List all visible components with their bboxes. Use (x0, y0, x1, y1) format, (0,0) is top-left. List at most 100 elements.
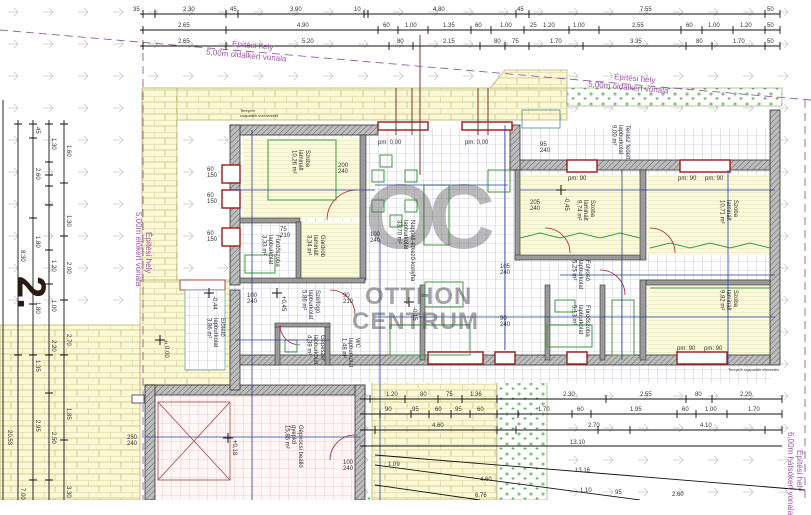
dim-bottom: 4.10 (700, 423, 712, 429)
room-area: 4,39 m² (305, 335, 312, 356)
dim-bottom: 1.10 (580, 488, 592, 494)
room-floor: gyepkő (290, 425, 297, 445)
dim-bottom: 2.20 (740, 392, 752, 398)
dim-left: 1.30 (65, 215, 71, 227)
dim-top: 5.20 (302, 39, 314, 45)
dim-bottom: 1.20 (386, 392, 398, 398)
dim-left: 2.95 (34, 420, 40, 432)
parapet-label: pm: 90 (568, 176, 587, 182)
room-name: Szélfogó (313, 290, 320, 314)
room-name: Nappali-étkező-konyha (408, 220, 415, 282)
room-area: 9,82 m² (718, 290, 725, 311)
dim-bottom: 60 (577, 407, 584, 413)
dim-left: 8.30 (19, 250, 25, 262)
parapet-label: pm: 0,00 (465, 140, 489, 146)
dim-left: 2.20 (50, 340, 56, 352)
dim-bottom: 60 (682, 407, 689, 413)
dim-top: 3.90 (290, 7, 302, 13)
room-area: 9,00 m² (610, 125, 617, 146)
dim-left: 3.30 (65, 486, 71, 498)
dim-bottom: 6.76 (475, 493, 487, 499)
room-area: 3,33 m² (260, 235, 267, 256)
room-floor: lapburkolat (402, 220, 409, 250)
dim-top: 2.65 (178, 39, 190, 45)
level-mark: -0,15 (411, 307, 417, 321)
room-label-bathroom-2: Fürdőszoba lapburkolat 5,13 m² (570, 305, 590, 337)
room-label-living: Nappali-étkező-konyha lapburkolat 33,70 … (395, 220, 415, 281)
dim-top: 10 (354, 7, 361, 13)
dim-left: 1.35 (34, 360, 40, 372)
room-name: Gardrób (318, 235, 325, 258)
floor-plan-drawing (0, 0, 811, 500)
room-label-porch: Előtető lapburkolat 3,86 m² (205, 318, 225, 347)
parapet-label: pm: 90 (705, 176, 724, 182)
dim-top: 50 (767, 7, 774, 13)
room-floor: laminált (725, 290, 732, 311)
dim-bottom: 2.30 (563, 392, 575, 398)
room-name: Szoba (303, 150, 310, 168)
room-area: 10,71 m² (718, 200, 725, 224)
room-label-bedroom-1: Szoba laminált 10,26 m² (290, 150, 310, 174)
dim-left: 1.80 (34, 236, 40, 248)
dim-left: 1.80 (34, 302, 40, 314)
room-floor: laminált (312, 235, 319, 256)
dim-bottom: 95 (455, 407, 462, 413)
room-label-mechanical: Gépészet lapburkolat 4,39 m² (305, 335, 325, 364)
room-name: Szoba (588, 200, 595, 218)
dim-bottom: 80 (420, 392, 427, 398)
dim-top: 50 (767, 23, 774, 29)
room-label-bedroom-2: Szoba laminált 9,74 m² (575, 200, 595, 221)
dim-top: 35 (133, 7, 140, 13)
dim-top: 60 (475, 23, 482, 29)
room-floor: lapburkolat (267, 235, 274, 265)
setback-label-right-2: 6,00m hátsókert vonala (786, 432, 795, 515)
room-label-terrace: Terasz fedett lapburkolat 9,00 m² (610, 125, 630, 159)
room-area: 3,34 m² (305, 235, 312, 256)
level-mark: -0,45 (563, 197, 569, 211)
dim-bottom: 4.60 (480, 477, 492, 483)
room-name: Gépkocsi beálló (296, 425, 303, 468)
dim-top: 25 (530, 23, 537, 29)
dim-top: 1.00 (405, 23, 417, 29)
dim-bottom: 1.70 (748, 407, 760, 413)
parapet-label: pm: 90 (704, 346, 723, 352)
dim-left: 2.70 (65, 334, 71, 346)
dim-bottom: 1.00 (705, 407, 717, 413)
room-label-carport: Gépkocsi beálló gyepkő 15,86 m² (283, 425, 303, 468)
room-label-bedroom-4: Szoba laminált 9,82 m² (718, 290, 738, 311)
dim-bottom: 95 (615, 490, 622, 496)
dim-left: 1.85 (65, 408, 71, 420)
room-area: 1,48 m² (340, 338, 347, 359)
room-area: 5,13 m² (570, 305, 577, 326)
dim-bottom: 1.95 (630, 407, 642, 413)
dim-left: 20.53 (6, 430, 12, 446)
dim-bottom: 1.09 (388, 462, 400, 468)
dim-top: 1.70 (733, 39, 745, 45)
dim-bottom: 1.70 (538, 407, 550, 413)
dim-left: 2.00 (65, 262, 71, 274)
dim-top: 75 (512, 39, 519, 45)
dim-left: 2.60 (34, 168, 40, 180)
room-name: WC (353, 338, 360, 348)
level-mark: +0,45 (280, 296, 286, 312)
dim-top: 50 (767, 39, 774, 45)
room-floor: lapburkolat (312, 335, 319, 365)
room-area: 5,86 m² (300, 290, 307, 311)
room-name: Szoba (731, 290, 738, 308)
dim-bottom: 2.55 (640, 392, 652, 398)
room-name: Fürdőszoba (273, 235, 280, 267)
parapet-label: pm: 90 (678, 176, 697, 182)
terrain-note: Tereprőr (240, 108, 255, 113)
dim-bottom: 13.10 (570, 440, 586, 446)
room-name: Folyosó (583, 260, 590, 282)
dim-bottom: 4.60 (432, 423, 444, 429)
dim-top: 60 (383, 23, 390, 29)
watermark-line1: OTTHON (365, 283, 473, 310)
parapet-label: pm: 0,00 (378, 140, 402, 146)
